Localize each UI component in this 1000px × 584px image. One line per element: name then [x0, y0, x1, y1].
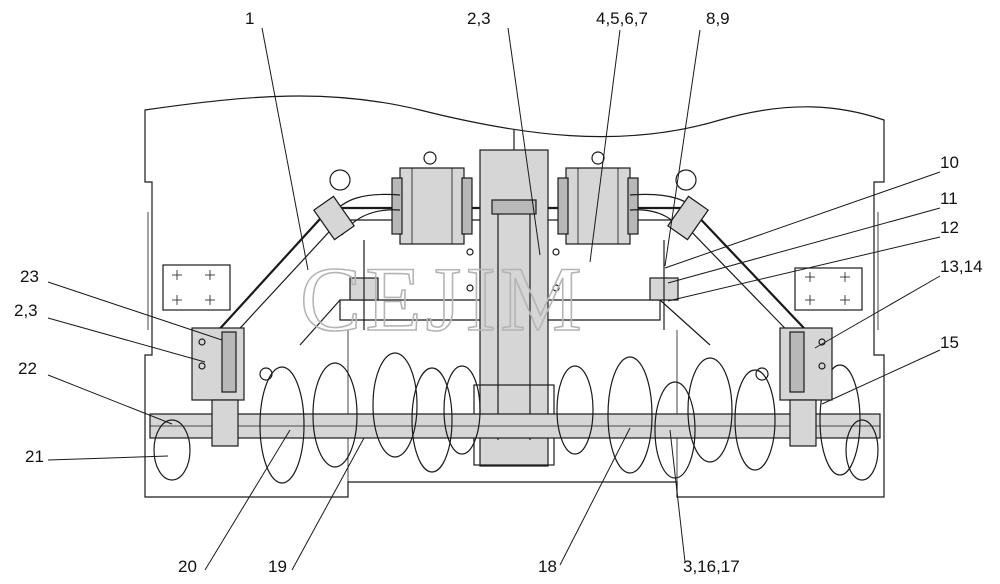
label-21: 21 — [25, 447, 44, 466]
hydraulic-motors — [313, 151, 709, 245]
label-10: 10 — [940, 153, 959, 172]
label-18: 18 — [538, 557, 557, 576]
label-11: 11 — [940, 189, 958, 208]
label-1: 1 — [245, 9, 254, 28]
label-3-16-17: 3,16,17 — [683, 557, 740, 576]
label-20: 20 — [178, 557, 197, 576]
mounting-plates — [162, 264, 863, 311]
housing-outline — [144, 95, 885, 498]
label-15: 15 — [940, 333, 959, 352]
watermark: CEJIM — [300, 248, 586, 350]
central-gearbox — [466, 130, 560, 467]
label-12: 12 — [940, 218, 959, 237]
label-22: 22 — [18, 359, 37, 378]
label-4-5-6-7: 4,5,6,7 — [596, 9, 648, 28]
part-labels: 1 2,3 4,5,6,7 8,9 10 11 12 13,14 15 23 2… — [14, 9, 983, 576]
label-19: 19 — [268, 557, 287, 576]
leader-lines — [47, 27, 941, 571]
label-2-3-top: 2,3 — [467, 9, 491, 28]
label-13-14: 13,14 — [940, 257, 983, 276]
label-8-9: 8,9 — [706, 9, 730, 28]
label-23: 23 — [20, 267, 39, 286]
tension-studs — [349, 240, 679, 330]
auger-shaft — [149, 413, 881, 439]
bearing-brackets — [191, 327, 833, 447]
label-2-3-left: 2,3 — [14, 301, 38, 320]
